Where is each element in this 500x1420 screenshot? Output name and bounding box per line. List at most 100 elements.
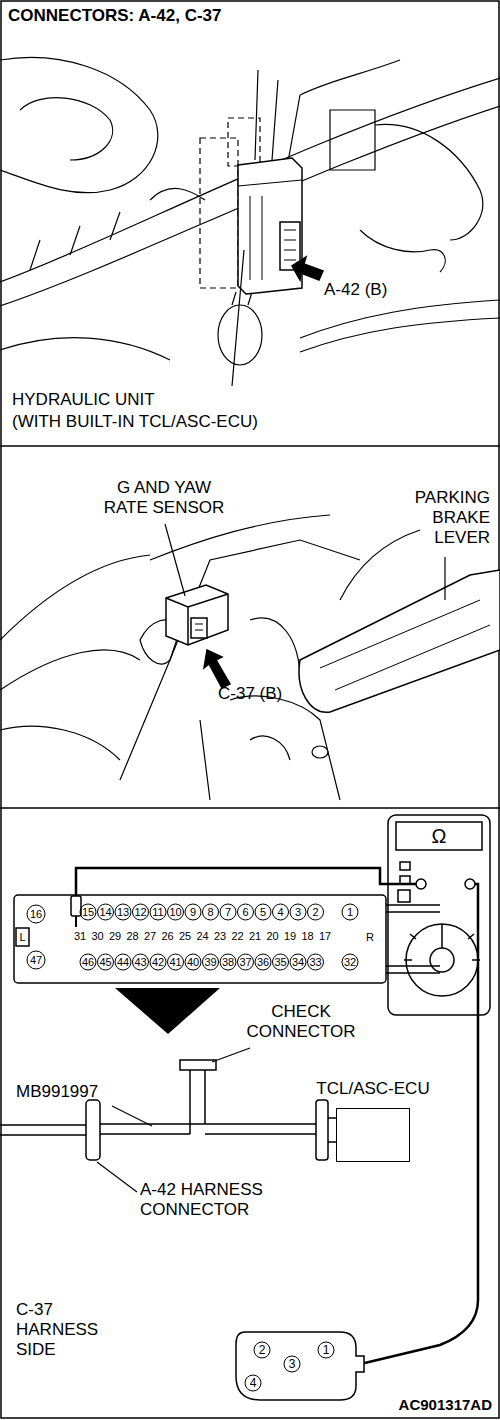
pin-number: 5 [260, 907, 266, 918]
pin-ring [80, 954, 96, 970]
pin-number: 3 [289, 1358, 296, 1370]
pin-number: 35 [274, 957, 286, 968]
engine-bay-sketch [20, 98, 113, 160]
part-label: (WITH BUILT-IN TCL/ASC-ECU) [12, 412, 258, 432]
probe [71, 896, 81, 916]
adapter-harness [0, 1060, 336, 1160]
test-lead [76, 868, 416, 898]
pin-number: 44 [117, 957, 129, 968]
leader-line [97, 1048, 250, 1192]
ohmmeter [404, 934, 480, 960]
pin-number: 28 [126, 931, 138, 942]
pin-number: 45 [99, 957, 111, 968]
pin-number: 2 [312, 907, 318, 918]
c37-connector [236, 1332, 364, 1400]
ohmmeter [416, 879, 426, 889]
panel-frame [0, 807, 500, 809]
console-sketch [340, 530, 420, 600]
pin-number: 24 [196, 931, 208, 942]
pin-ring [168, 954, 184, 970]
pin-ring [203, 904, 219, 920]
pin-number: 29 [109, 931, 121, 942]
pin-number: 4 [250, 1377, 257, 1389]
pin-number: 21 [249, 931, 261, 942]
leader-line [112, 1106, 152, 1126]
adapter-harness [100, 1124, 316, 1134]
yaw-rate-sensor [166, 585, 228, 645]
engine-bay-sketch [360, 230, 445, 272]
pin-number: 41 [169, 957, 181, 968]
engine-bay-sketch [255, 70, 300, 162]
ohmmeter [388, 815, 490, 1015]
engine-bay-sketch [375, 124, 483, 240]
console-sketch [0, 555, 150, 640]
ecu-label: TCL/ASC-ECU [316, 1079, 429, 1099]
leader-line [165, 524, 185, 596]
pin-number: 33 [309, 957, 321, 968]
parking-brake-lever [320, 600, 490, 690]
pin-number: L [19, 932, 25, 943]
pin-ring [254, 1342, 270, 1358]
pin-number: 38 [222, 957, 234, 968]
adapter-harness [86, 1100, 100, 1160]
hydraulic-unit [292, 257, 323, 280]
hydraulic-unit [284, 230, 296, 260]
part-label: CHECK CONNECTOR [232, 1002, 370, 1042]
pin-ring [27, 905, 45, 923]
dashed-outline [200, 138, 238, 288]
hydraulic-unit [238, 158, 302, 294]
adapter-harness [180, 1060, 216, 1070]
pin-ring [133, 954, 149, 970]
check-connector-body [14, 895, 440, 983]
engine-bay-sketch [0, 57, 500, 365]
pin-ring [342, 954, 358, 970]
pointer-triangle [115, 988, 220, 1034]
pin-ring [185, 954, 201, 970]
engine-bay-sketch [300, 318, 500, 352]
pin-ring [150, 904, 166, 920]
pin-ring [238, 954, 254, 970]
yaw-rate-sensor [195, 624, 203, 630]
engine-bay-sketch [330, 110, 375, 170]
pin-ring [284, 1356, 300, 1372]
pin-number: 10 [169, 907, 181, 918]
test-lead [302, 884, 478, 1378]
panel-frame [0, 445, 500, 447]
ecu-box: TCL/ASC-ECU [336, 1108, 410, 1162]
ohmmeter [465, 879, 475, 889]
leader-line [212, 1048, 250, 1062]
part-label: A-42 HARNESS CONNECTOR [140, 1180, 292, 1220]
pin-number: 19 [284, 931, 296, 942]
pin-ring [273, 954, 289, 970]
engine-bay-sketch [30, 212, 120, 270]
pin-ring [245, 1375, 261, 1391]
yaw-rate-sensor [204, 650, 230, 688]
leader-line [232, 250, 244, 386]
pin-ring [150, 954, 166, 970]
part-label: C-37 (B) [218, 684, 282, 704]
pin-number: R [366, 932, 374, 943]
pin-number: 46 [82, 957, 94, 968]
pin-number: 8 [207, 907, 213, 918]
parking-brake-lever [299, 570, 500, 712]
pin-number: 1 [347, 907, 353, 918]
probe [71, 896, 306, 1390]
pin-number: 18 [301, 931, 313, 942]
pin-ring [342, 904, 358, 920]
test-lead [76, 868, 478, 1378]
engine-bay-sketch [0, 106, 500, 306]
adapter-harness [0, 1125, 87, 1135]
pin-number: 31 [74, 931, 86, 942]
pin-number: 17 [319, 931, 331, 942]
pin-number: 23 [214, 931, 226, 942]
adapter-harness [316, 1100, 328, 1160]
pin-number: 9 [190, 907, 196, 918]
pin-ring [273, 904, 289, 920]
pin-ring [203, 954, 219, 970]
pin-number: 40 [187, 957, 199, 968]
pin-ring [255, 954, 271, 970]
pin-ring [238, 904, 254, 920]
